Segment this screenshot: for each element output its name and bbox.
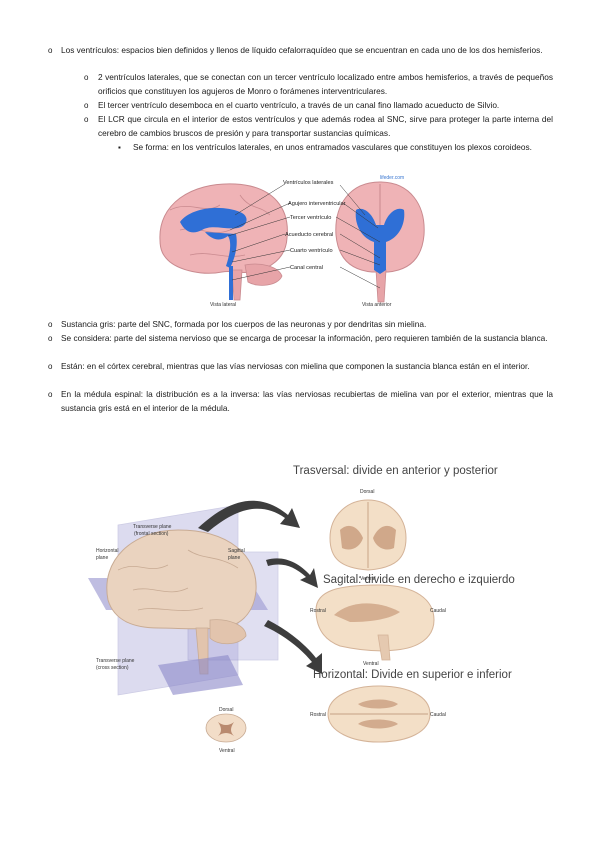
bullet-mark: o (48, 362, 53, 371)
bullet-mark: o (84, 73, 89, 82)
label-tercer: Tercer ventrículo (290, 215, 331, 221)
arrows (198, 500, 322, 674)
coronal-section (329, 499, 407, 571)
label-dorsal-cross: Dorsal (219, 707, 233, 713)
label-agujero: Agujero interventricular (288, 201, 346, 207)
label-rostral-horizontal: Rostral (310, 712, 326, 718)
sagittal-section (315, 584, 435, 661)
bullet-medula: En la médula espinal: la distribución es… (61, 389, 553, 413)
bullet-plexos: Se forma: en los ventrículos laterales, … (133, 142, 532, 152)
label-caudal-horizontal: Caudal (430, 712, 446, 718)
brain-3d (106, 529, 257, 630)
label-canal: Canal central (290, 265, 323, 271)
bullet-se-considera: Se considera: parte del sistema nervioso… (61, 333, 548, 343)
title-horizontal: Horizontal: Divide en superior e inferio… (313, 669, 512, 681)
label-transverse-cross-sub: (cross section) (96, 665, 129, 671)
bullet-mark: o (48, 320, 53, 329)
title-sagital: Sagital: divide en derecho e izquierdo (323, 574, 515, 586)
bullet-ventriculos-laterales: 2 ventrículos laterales, que se conectan… (98, 72, 553, 96)
label-ventriculos-laterales: Ventrículos laterales (283, 180, 334, 186)
title-trasversal: Trasversal: divide en anterior y posteri… (293, 465, 498, 477)
bullet-sustancia-gris: Sustancia gris: parte del SNC, formada p… (61, 319, 427, 329)
bullet-mark: o (48, 334, 53, 343)
label-dorsal-coronal: Dorsal (360, 489, 374, 495)
bullet-ventriculos: Los ventrículos: espacios bien definidos… (61, 45, 543, 55)
watermark: lifeder.com (380, 175, 404, 181)
label-transverse-sub: (frontal section) (134, 531, 169, 537)
label-ventral-coronal: Ventral (360, 576, 376, 582)
label-sagittal: Sagittal (228, 548, 245, 554)
label-caudal-sagittal: Caudal (430, 608, 446, 614)
label-transverse: Transverse plane (133, 524, 172, 530)
brain-lateral-view (159, 183, 288, 301)
label-sagittal-sub: plane (228, 555, 240, 561)
label-acueducto: Acueducto cerebral (285, 232, 333, 238)
label-ventral-sagittal: Ventral (363, 661, 379, 667)
label-horizontal: Horizontal (96, 548, 119, 554)
ventricles-figure: Vista lateral lifeder.com Vista anterior… (159, 175, 425, 308)
leader-lines (227, 183, 381, 289)
label-horizontal-sub: plane (96, 555, 108, 561)
label-rostral-sagittal: Rostral (310, 608, 326, 614)
brain-planes-figure: Dorsal Ventral Transverse plane (frontal… (88, 465, 515, 754)
bullet-estan: Están: en el córtex cerebral, mientras q… (61, 361, 530, 371)
bullet-mark: o (84, 101, 89, 110)
bullet-tercer-ventriculo: El tercer ventrículo desemboca en el cua… (98, 100, 500, 110)
bullet-mark: o (48, 46, 53, 55)
bullet-mark: o (84, 115, 89, 124)
bullet-mark: o (48, 390, 53, 399)
bullet-mark: ▪ (118, 143, 121, 152)
label-vista-lateral: Vista lateral (210, 302, 236, 308)
label-vista-anterior: Vista anterior (362, 302, 392, 308)
label-ventral-cross: Ventral (219, 748, 235, 754)
label-cuarto: Cuarto ventrículo (290, 248, 333, 254)
cross-section-plane (158, 655, 243, 695)
bullet-lcr: El LCR que circula en el interior de est… (98, 114, 553, 138)
horizontal-section (327, 685, 431, 743)
label-transverse-cross: Transverse plane (96, 658, 135, 664)
brain-anterior-view (335, 181, 425, 303)
